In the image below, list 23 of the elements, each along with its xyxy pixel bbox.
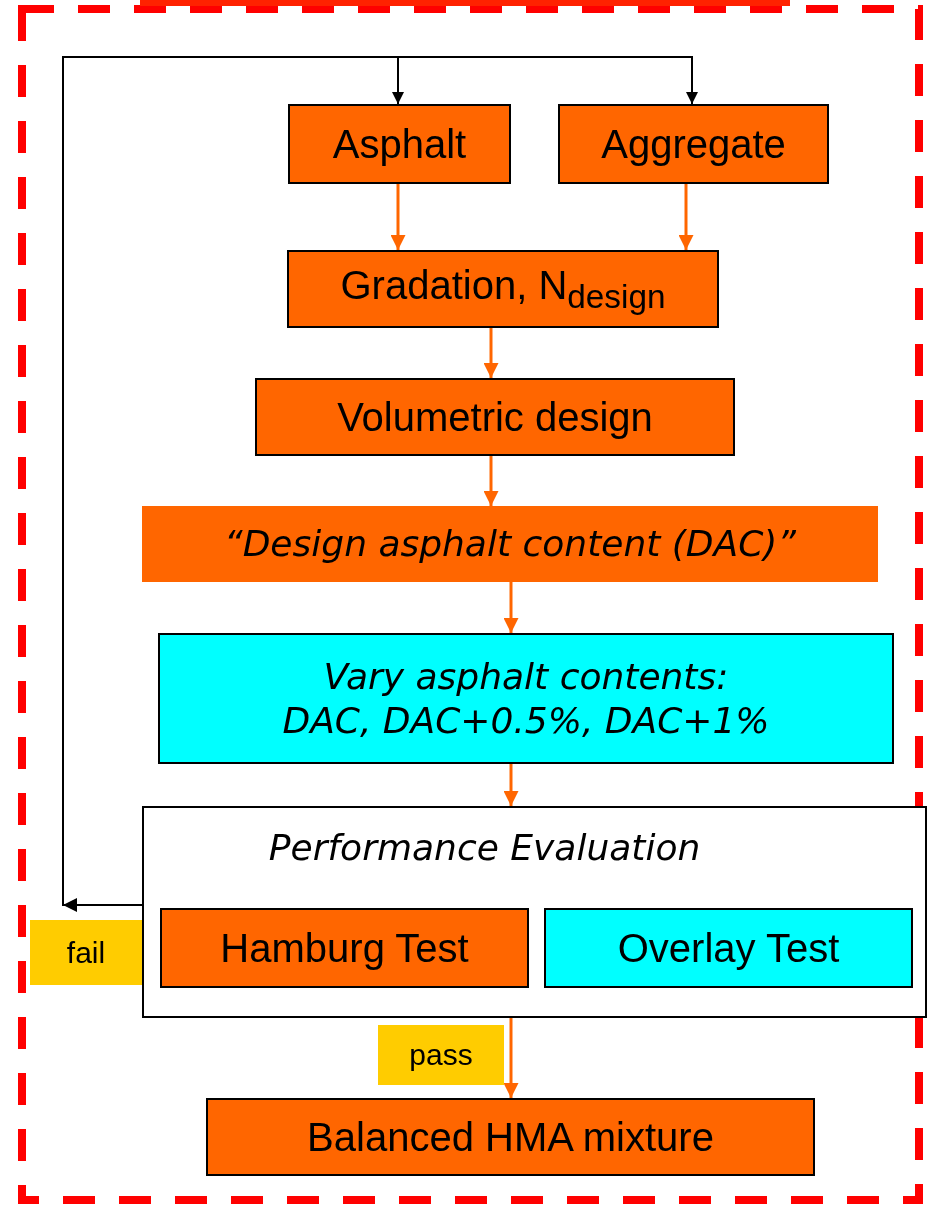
node-text: DAC, DAC+0.5%, DAC+1% <box>282 698 770 742</box>
edge-label: fail <box>30 920 142 985</box>
node-text: Asphalt <box>332 121 467 168</box>
node-text: Overlay Test <box>617 925 840 972</box>
result-box <box>206 1098 815 1176</box>
node-text: Performance Evaluation <box>268 826 701 870</box>
node-text: Vary asphalt contents: <box>323 655 729 699</box>
process-box <box>287 250 719 328</box>
process-band <box>142 506 878 582</box>
node-text: Aggregate <box>601 121 786 168</box>
node-text: Volumetric design <box>337 394 653 441</box>
test-box <box>544 908 913 988</box>
test-box <box>160 908 529 988</box>
node-text: Balanced HMA mixture <box>307 1114 714 1161</box>
process-box <box>158 633 894 764</box>
node-text: Gradation, N$_{design}$ <box>340 262 666 317</box>
process-box <box>255 378 735 456</box>
group-box <box>142 806 927 1018</box>
node-text: “Design asphalt content (DAC)” <box>224 522 796 566</box>
edge-label: pass <box>378 1025 504 1085</box>
node-text: Hamburg Test <box>220 925 469 972</box>
process-box <box>288 104 511 184</box>
process-box <box>558 104 829 184</box>
